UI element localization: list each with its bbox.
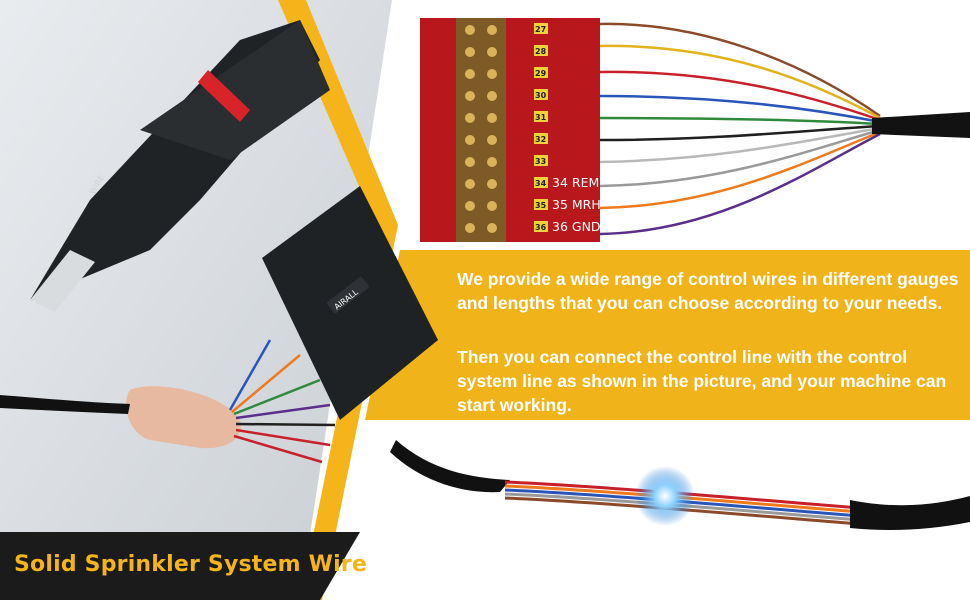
terminal-screw: [487, 135, 497, 145]
connection-spark: [635, 466, 695, 526]
terminal-screw: [465, 179, 475, 189]
terminal-screw: [465, 135, 475, 145]
terminal-screw: [487, 25, 497, 35]
terminal-screw-strip: [456, 18, 506, 242]
terminal-number: 34: [535, 179, 547, 188]
description-paragraph-2: Then you can connect the control line wi…: [457, 347, 947, 415]
terminal-screw: [487, 179, 497, 189]
terminal-number: 36: [535, 223, 547, 232]
terminal-number: 33: [535, 157, 546, 166]
terminal-number-tag: [534, 199, 548, 210]
terminal-screw: [465, 113, 475, 123]
cutter-handle: [140, 20, 330, 160]
terminal-screw: [465, 223, 475, 233]
device-logo-plate: [327, 276, 369, 314]
cable-jacket-top: [872, 112, 970, 138]
terminal-number: 32: [535, 135, 546, 144]
terminal-screw: [487, 113, 497, 123]
terminal-panel: [420, 18, 600, 242]
text-band: [365, 250, 970, 420]
description-paragraph-1: We provide a wide range of control wires…: [457, 269, 959, 313]
stripper-device: [262, 186, 438, 420]
terminal-number-tag: [534, 89, 548, 100]
wire-fan: [599, 22, 881, 236]
terminal-screw: [465, 201, 475, 211]
terminal-number-tag: [534, 177, 548, 188]
heading-bar: [0, 532, 360, 600]
terminal-number-tag: [534, 45, 548, 56]
terminal-number: 35: [535, 201, 547, 210]
terminal-number-tag: [534, 155, 548, 166]
terminal-screw: [487, 157, 497, 167]
terminal-screw: [465, 157, 475, 167]
page-heading: Solid Sprinkler System Wire: [14, 552, 367, 577]
terminal-number-tag: [534, 23, 548, 34]
terminal-number: 28: [535, 47, 547, 56]
terminal-number: 27: [535, 25, 546, 34]
terminal-number-tag: [534, 67, 548, 78]
terminal-label: 34 REM: [552, 175, 599, 190]
terminal-screw: [465, 25, 475, 35]
terminal-screw: [487, 223, 497, 233]
cable-left: [390, 440, 510, 493]
cable-right: [850, 496, 970, 530]
tool-photo-area: [0, 0, 392, 600]
terminal-screw: [465, 69, 475, 79]
terminal-number: 31: [535, 113, 547, 122]
terminal-number-tag: [534, 133, 548, 144]
hand: [126, 386, 241, 449]
cable-end: [0, 395, 130, 414]
handle-grip-red: [198, 70, 250, 122]
terminal-number-tag: [534, 111, 548, 122]
stripped-wires: [228, 339, 336, 464]
terminal-screw: [487, 47, 497, 57]
terminal-number-tag: [534, 221, 548, 232]
terminal-number: 30: [535, 91, 547, 100]
cutter-blade: [30, 250, 95, 312]
terminal-label: 35 MRH: [552, 197, 601, 212]
terminal-label: 36 GND: [552, 219, 601, 234]
terminal-screw: [487, 69, 497, 79]
terminal-screw: [465, 47, 475, 57]
terminal-screw: [487, 201, 497, 211]
terminal-screw: [487, 91, 497, 101]
terminal-screw: [465, 91, 475, 101]
terminal-number: 29: [535, 69, 547, 78]
terminal-rows: 27 28 29 30 31 32 33 34 35 36 34 REM 35 MRH 36 GND: [465, 23, 601, 234]
